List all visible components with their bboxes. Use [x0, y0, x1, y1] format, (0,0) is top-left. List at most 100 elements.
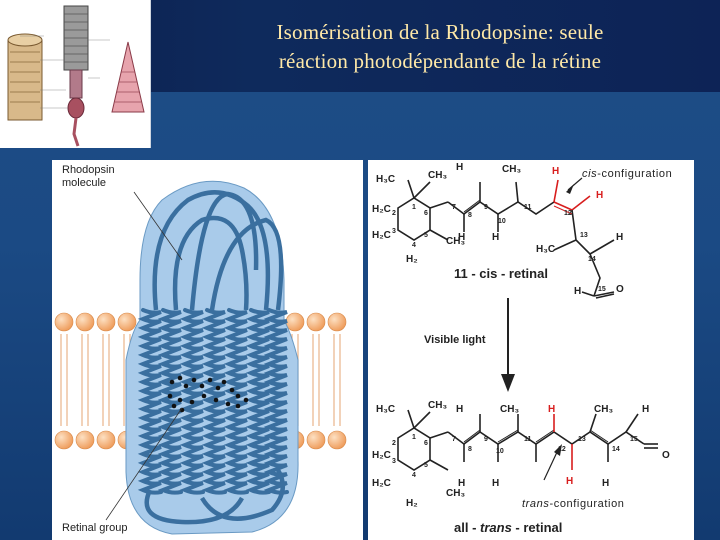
top-atom-h3c-13: H₃C — [536, 244, 556, 255]
retinal-atom — [171, 403, 177, 409]
retinal-atom — [183, 383, 189, 389]
trans-retinal-label: all - trans - retinal — [454, 520, 562, 535]
bottom-atom-h-12: H — [566, 476, 574, 487]
top-num-6: 6 — [424, 210, 428, 217]
retinal-bond-diagram — [397, 177, 658, 481]
lipid-head — [75, 430, 95, 450]
rhodopsin-label-line-1: Rhodopsin — [62, 164, 115, 176]
retinal-structures-panel: H₃C CH₃ H CH₃ H cis-configuration H H₂C … — [368, 160, 694, 540]
trans-configuration-label: trans-configuration — [522, 498, 625, 510]
top-num-2: 2 — [392, 210, 396, 217]
top-num-8: 8 — [468, 212, 472, 219]
retinal-chromophore — [167, 375, 249, 413]
bottom-num-3: 3 — [392, 458, 396, 465]
retinal-atom — [229, 387, 235, 393]
bottom-atom-h-11: H — [548, 404, 556, 415]
bottom-atom-h2-4: H₂ — [406, 498, 418, 509]
retinal-atom — [179, 407, 185, 413]
retinal-group-label: Retinal group — [62, 522, 128, 534]
bottom-atom-h-8: H — [458, 478, 466, 489]
bottom-num-5: 5 — [424, 462, 428, 469]
molecule-leader-line — [133, 191, 183, 261]
top-atom-ch3-9: CH₃ — [502, 164, 522, 175]
top-num-13: 13 — [580, 232, 588, 239]
bottom-num-12: 12 — [558, 446, 566, 453]
bottom-num-1: 1 — [412, 434, 416, 441]
rod-cone-illustration — [7, 5, 145, 147]
top-atom-ch3-1: CH₃ — [428, 170, 448, 181]
retinal-atom — [167, 393, 173, 399]
transmembrane-helix — [201, 308, 227, 495]
bottom-num-14: 14 — [612, 446, 620, 453]
top-atom-h-11: H — [552, 166, 560, 177]
bottom-atom-h-14: H — [602, 478, 610, 489]
top-num-5: 5 — [424, 232, 428, 239]
lipid-head — [75, 312, 95, 332]
bottom-atom-h2c-2: H₂C — [372, 450, 391, 461]
top-atom-h-14: H — [616, 232, 624, 243]
lipid-head — [327, 430, 347, 450]
rhodopsin-membrane-illustration — [54, 180, 347, 535]
visible-light-label: Visible light — [424, 334, 486, 346]
bottom-atom-o: O — [662, 450, 670, 461]
transmembrane-helix — [137, 308, 163, 495]
top-atom-h2-4: H₂ — [406, 254, 418, 265]
lipid-head — [117, 312, 137, 332]
retinal-atom — [199, 383, 205, 389]
retinal-atom — [221, 379, 227, 385]
lipid-head — [285, 312, 305, 332]
bottom-num-7: 7 — [452, 436, 456, 443]
top-num-3: 3 — [392, 228, 396, 235]
cis-configuration-suffix: -configuration — [597, 168, 673, 180]
retinal-atom — [189, 399, 195, 405]
top-atom-h2c-3: H₂C — [372, 230, 391, 241]
top-atom-h-10: H — [492, 232, 500, 243]
top-atom-h-15: H — [574, 286, 582, 297]
slide-title: Isomérisation de la Rhodopsine: seule ré… — [160, 18, 720, 76]
retinal-atom — [191, 377, 197, 383]
retinal-atom — [207, 377, 213, 383]
top-num-12: 12 — [564, 210, 572, 217]
rhodopsin-label-line-2: molecule — [62, 177, 107, 189]
retinal-atom — [177, 397, 183, 403]
top-num-1: 1 — [412, 204, 416, 211]
top-atom-h-8: H — [458, 232, 466, 243]
bottom-num-2: 2 — [392, 440, 396, 447]
lipid-head — [96, 312, 116, 332]
bottom-num-13: 13 — [578, 436, 586, 443]
top-atom-h3c-1: H₃C — [376, 174, 396, 185]
retinal-leader-line — [105, 407, 183, 521]
bottom-num-11: 11 — [524, 436, 532, 443]
bottom-num-6: 6 — [424, 440, 428, 447]
transmembrane-helix — [223, 308, 249, 495]
rhodopsin-panel: Rhodopsin molecule Retinal group — [52, 160, 363, 540]
protein-loops — [144, 190, 286, 525]
bottom-atom-h-10: H — [492, 478, 500, 489]
bottom-atom-h2c-3: H₂C — [372, 478, 391, 489]
bottom-num-8: 8 — [468, 446, 472, 453]
transmembrane-helix — [157, 308, 183, 495]
retinal-atom — [243, 397, 249, 403]
top-num-11: 11 — [524, 204, 532, 211]
lipid-head — [54, 430, 74, 450]
bottom-atom-ch3-5: CH₃ — [446, 488, 466, 499]
lipid-head — [54, 312, 74, 332]
bottom-atom-ch3-1: CH₃ — [428, 400, 448, 411]
lipid-head — [306, 312, 326, 332]
rhodopsin-molecule-label: Rhodopsin molecule — [62, 164, 115, 190]
cis-configuration-label: cis-configuration — [582, 168, 672, 180]
transmembrane-helix — [263, 308, 289, 495]
top-num-4: 4 — [412, 242, 416, 249]
bottom-atom-h-15: H — [642, 404, 650, 415]
top-atom-ch3-5: CH₃ — [446, 236, 466, 247]
top-atom-h2c-2: H₂C — [372, 204, 391, 215]
top-num-15: 15 — [598, 286, 606, 293]
retinal-atom — [235, 393, 241, 399]
slide-title-line-1: Isomérisation de la Rhodopsine: seule — [276, 20, 604, 44]
retinal-atom — [235, 403, 241, 409]
trans-retinal-prefix: all - — [454, 520, 481, 535]
retinal-atom — [169, 379, 175, 385]
top-num-10: 10 — [498, 218, 506, 225]
cis-retinal-label: 11 - cis - retinal — [454, 266, 548, 281]
trans-configuration-suffix: -configuration — [549, 498, 625, 510]
